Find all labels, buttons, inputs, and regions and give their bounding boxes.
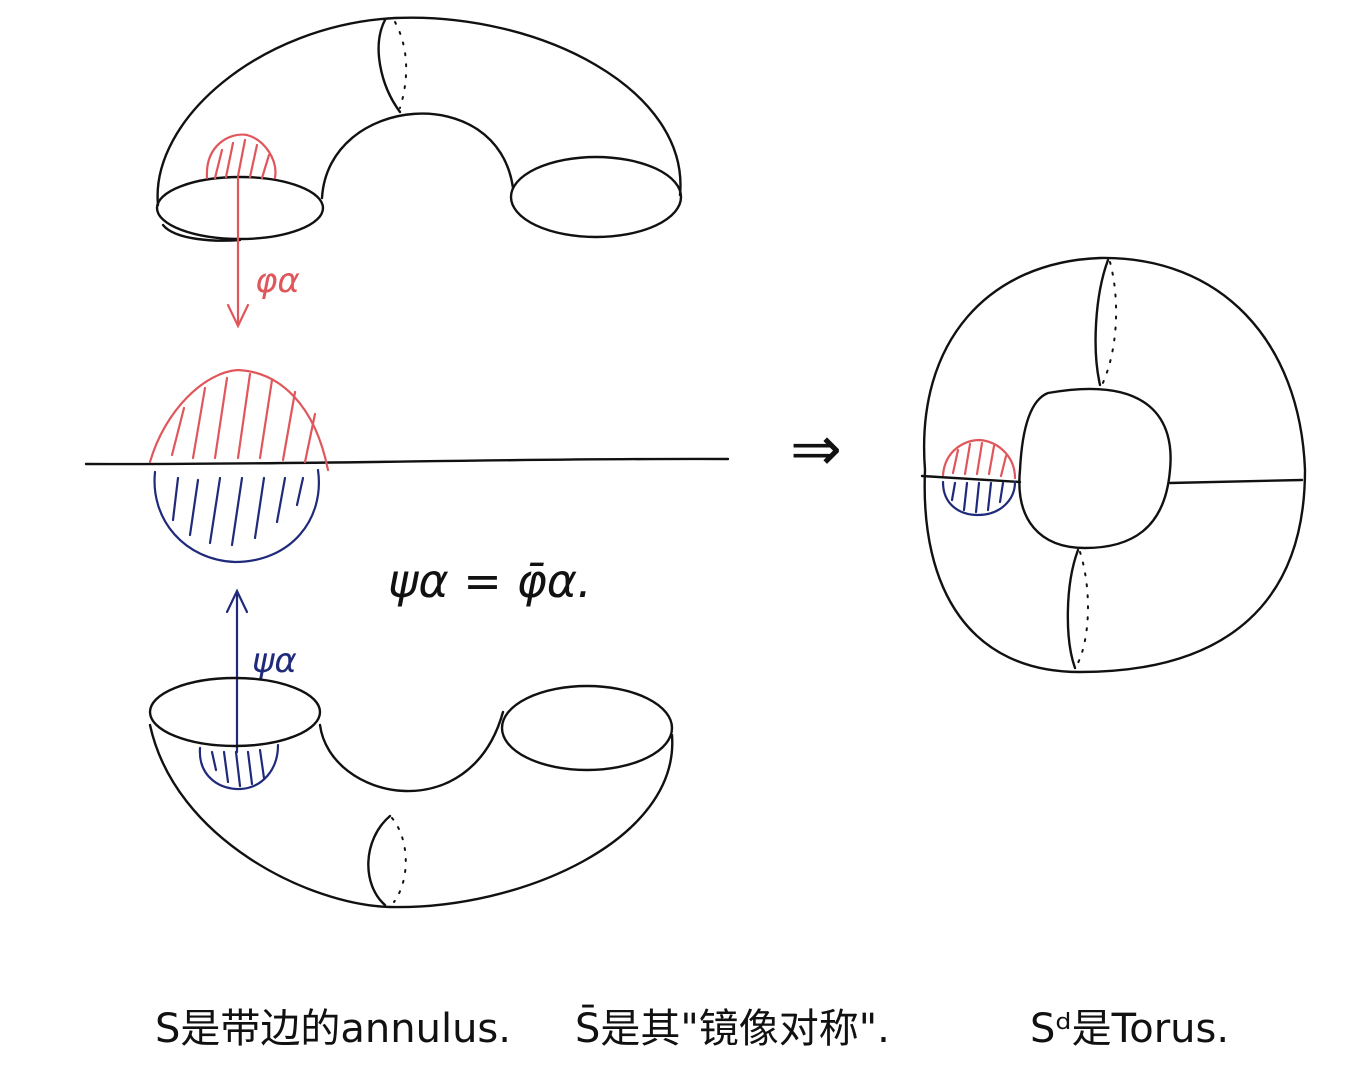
top-half-torus xyxy=(155,16,683,242)
phi-arrow xyxy=(226,176,250,329)
equation-text: ψα = φ̄α. xyxy=(388,554,592,608)
bottom-blue-cap xyxy=(198,743,280,791)
implies-arrow: ⇒ xyxy=(790,412,842,485)
middle-red-half-disk xyxy=(148,368,330,472)
caption-part3: Sᵈ是Torus. xyxy=(1030,1006,1229,1052)
top-red-cap xyxy=(205,133,277,180)
caption-part1: S是带边的annulus. xyxy=(155,1006,511,1052)
torus-inner-hole xyxy=(1018,387,1172,550)
bottom-left-cut-ellipse xyxy=(148,676,322,748)
bottom-inner-arch xyxy=(318,710,505,793)
top-inner-arch xyxy=(320,112,515,200)
top-left-cut-ellipse xyxy=(155,175,325,241)
torus-red-cap xyxy=(941,438,1017,480)
middle-boundary-line xyxy=(84,457,730,466)
phi-label: φα xyxy=(255,261,300,301)
caption: S是带边的annulus. S̄是其"镜像对称". Sᵈ是Torus. xyxy=(155,1004,1229,1052)
caption-part2: S̄是其"镜像对称". xyxy=(575,1004,890,1052)
torus-blue-cap xyxy=(941,480,1017,517)
bottom-right-cut-ellipse xyxy=(500,684,674,772)
bottom-half-torus xyxy=(148,676,674,909)
psi-arrow xyxy=(225,588,249,754)
top-meridian xyxy=(377,18,402,114)
psi-label: ψα xyxy=(252,641,297,681)
torus-outer xyxy=(922,256,1307,674)
top-right-cut-ellipse xyxy=(509,155,683,239)
middle-blue-half-disk xyxy=(153,468,320,564)
torus-result xyxy=(920,256,1307,674)
bottom-meridian xyxy=(367,814,392,907)
